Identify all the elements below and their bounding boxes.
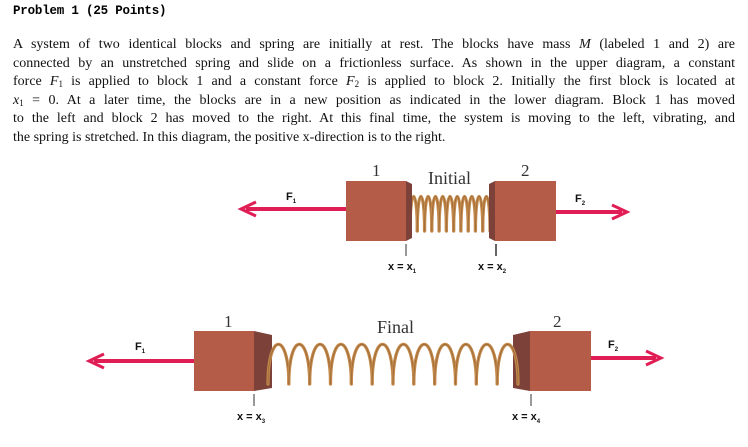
math-symbol: F <box>49 74 59 90</box>
math-symbol: F <box>346 74 355 90</box>
text-segment: the spring is stretched. In this diagram… <box>13 129 446 145</box>
final-force1-label: F1 <box>135 341 146 355</box>
spring-coil <box>308 342 333 386</box>
final-block-1 <box>194 331 254 391</box>
text-segment: is applied to block 2. Initially the fir… <box>359 74 736 90</box>
math-subscript: 1 <box>58 79 63 90</box>
spring-coil <box>474 342 499 386</box>
final-spring <box>266 342 520 386</box>
final-diagram: 1 2 Final F1 F2 x = x3 x = x4 <box>85 312 665 425</box>
math-symbol: x <box>13 92 20 108</box>
spring-coil <box>433 342 458 386</box>
math-symbol: M <box>579 37 591 52</box>
paragraph-line: force F1 is applied to block 1 and a con… <box>13 73 735 92</box>
initial-force1-label: F1 <box>286 191 297 205</box>
paragraph-line: the spring is stretched. In this diagram… <box>13 129 735 148</box>
final-pos1-label: x = x3 <box>237 411 266 425</box>
spring-coil <box>391 342 416 386</box>
initial-pos1-label: x = x1 <box>388 261 417 275</box>
initial-block-1-label: 1 <box>372 161 381 180</box>
paragraph-line: A system of two identical blocks and spr… <box>13 36 735 55</box>
initial-force2-label: F2 <box>575 193 586 207</box>
final-force2-label: F2 <box>608 339 619 353</box>
math-subscript: 1 <box>19 97 24 108</box>
spring-coil <box>328 342 353 386</box>
paragraph-line: to the left and block 2 has moved to the… <box>13 110 735 129</box>
initial-block-2-side <box>489 181 495 241</box>
problem-statement: A system of two identical blocks and spr… <box>13 36 735 148</box>
initial-force1-arrow <box>237 200 346 218</box>
text-segment: connected by an unstretched spring and s… <box>13 55 735 71</box>
spring-coil <box>349 342 374 386</box>
initial-pos2-label: x = x2 <box>478 261 507 275</box>
final-block-2 <box>530 331 591 391</box>
final-block-1-label: 1 <box>224 312 233 331</box>
spring-coil <box>453 342 478 386</box>
final-block-2-label: 2 <box>553 312 562 331</box>
initial-block-1-side <box>406 181 412 241</box>
final-pos2-label: x = x4 <box>512 411 541 425</box>
text-segment: force <box>13 74 50 90</box>
spring-coil <box>496 343 519 385</box>
problem-title: Problem 1 (25 Points) <box>13 4 167 18</box>
paragraph-line: x1 = 0. At a later time, the blocks are … <box>13 92 735 111</box>
initial-caption: Initial <box>428 168 471 188</box>
initial-spring <box>408 194 492 233</box>
text-segment: (labeled 1 and 2) are <box>590 37 735 52</box>
spring-coil <box>370 342 395 386</box>
initial-block-2 <box>495 181 556 241</box>
text-segment: to the left and block 2 has moved to the… <box>13 111 735 127</box>
final-force1-arrow <box>85 352 194 370</box>
text-segment: = 0. At a later time, the blocks are in … <box>23 92 735 108</box>
paragraph-line: connected by an unstretched spring and s… <box>13 55 735 74</box>
initial-block-1 <box>346 181 406 241</box>
initial-block-2-label: 2 <box>521 161 530 180</box>
math-subscript: 2 <box>354 79 360 90</box>
spring-coil <box>412 342 437 386</box>
final-force2-arrow <box>591 349 665 367</box>
spring-coil <box>287 342 312 386</box>
initial-force2-arrow <box>556 203 631 221</box>
text-segment: is applied to block 1 and a constant for… <box>62 74 346 90</box>
initial-diagram: 1 2 Initial F1 F2 x = x1 x = x2 <box>237 161 631 275</box>
final-caption: Final <box>377 317 414 337</box>
text-segment: A system of two identical blocks and spr… <box>13 37 580 52</box>
